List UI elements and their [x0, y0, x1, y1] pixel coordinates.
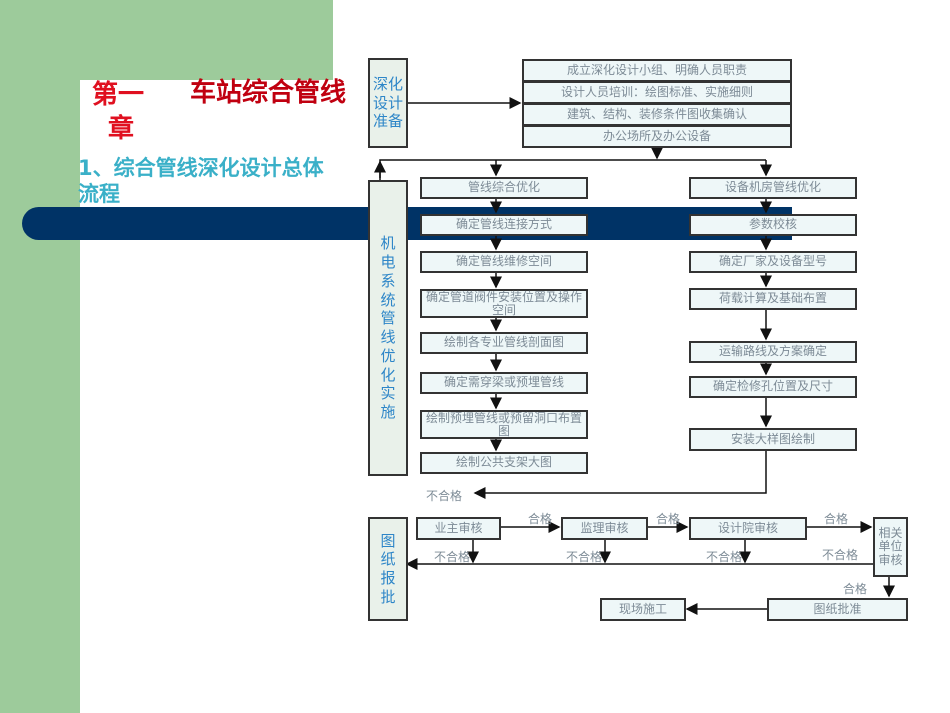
prep-step: 设计人员培训：绘图标准、实施细则 [522, 81, 792, 104]
right-step: 参数校核 [689, 214, 857, 236]
left-step: 确定管线连接方式 [420, 214, 588, 236]
pass-label: 合格 [843, 582, 868, 596]
left-step: 确定需穿梁或预埋管线 [420, 372, 588, 394]
site-construction: 现场施工 [600, 598, 686, 621]
fail-label: 不合格 [706, 550, 743, 564]
chapter-prefix: 第一 [92, 80, 145, 110]
left-step: 绘制各专业管线剖面图 [420, 332, 588, 354]
right-step: 确定检修孔位置及尺寸 [689, 376, 857, 398]
left-step: 绘制预埋管线或预留洞口布置图 [420, 410, 588, 439]
right-step: 安装大样图绘制 [689, 428, 857, 451]
fail-label: 不合格 [566, 550, 603, 564]
title-card [80, 80, 333, 140]
fail-label: 不合格 [822, 548, 859, 562]
prep-step: 成立深化设计小组、明确人员职责 [522, 59, 792, 82]
phase-prep: 深化设计准备 [368, 58, 408, 148]
related-units-review: 相关单位审核 [873, 517, 908, 577]
supervisor-review: 监理审核 [561, 517, 648, 540]
phase-approval: 图纸报批 [368, 517, 408, 621]
prep-step: 建筑、结构、装修条件图收集确认 [522, 103, 792, 126]
right-step: 运输路线及方案确定 [689, 341, 857, 363]
fail-label: 不合格 [426, 489, 463, 503]
left-step: 确定管线维修空间 [420, 251, 588, 273]
design-institute-review: 设计院审核 [689, 517, 807, 540]
chapter-suffix: 章 [108, 114, 135, 144]
background-green-left [0, 0, 80, 713]
prep-step: 办公场所及办公设备 [522, 125, 792, 148]
left-step: 绘制公共支架大图 [420, 452, 588, 474]
right-step: 确定厂家及设备型号 [689, 251, 857, 273]
phase-mep: 机电系统管线优化实施 [368, 180, 408, 476]
right-step: 设备机房管线优化 [689, 177, 857, 199]
pass-label: 合格 [656, 512, 681, 526]
left-step: 管线综合优化 [420, 177, 588, 199]
drawing-approved: 图纸批准 [767, 598, 908, 621]
pass-label: 合格 [824, 512, 849, 526]
fail-label: 不合格 [434, 550, 471, 564]
right-step: 荷载计算及基础布置 [689, 288, 857, 310]
subtitle: 1、综合管线深化设计总体流程 [78, 156, 324, 207]
owner-review: 业主审核 [416, 517, 501, 540]
left-step: 确定管道阀件安装位置及操作空间 [420, 289, 588, 318]
pass-label: 合格 [528, 512, 553, 526]
chapter-title: 车站综合管线 [190, 78, 347, 108]
